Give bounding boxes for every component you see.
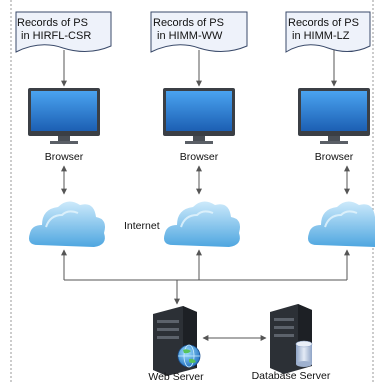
browser-label-1: Browser xyxy=(44,151,84,163)
record-1-text: Records of PS in HIRFL-CSR xyxy=(17,17,91,42)
record-2-line2: in HIMM-WW xyxy=(157,29,223,42)
browser-label-2: Browser xyxy=(179,151,219,163)
record-document-3 xyxy=(285,11,371,53)
database-server-label: Database Server xyxy=(251,370,331,382)
monitor-icon xyxy=(28,88,100,144)
web-server-label: Web Server xyxy=(148,371,204,383)
record-3-line1: Records of PS xyxy=(288,17,359,29)
monitor-icon xyxy=(298,88,370,144)
record-document-2 xyxy=(150,11,248,53)
record-3-text: Records of PS in HIMM-LZ xyxy=(288,17,359,42)
browser-label-3: Browser xyxy=(314,151,354,163)
database-server-icon xyxy=(270,304,313,374)
cloud-icon xyxy=(308,201,375,247)
record-2-text: Records of PS in HIMM-WW xyxy=(153,17,224,42)
monitor-icon xyxy=(163,88,235,144)
internet-label: Internet xyxy=(124,220,160,232)
cloud-icon xyxy=(29,201,105,247)
record-document-1 xyxy=(15,11,112,53)
web-server-icon xyxy=(153,306,201,376)
record-1-line2: in HIRFL-CSR xyxy=(21,29,92,42)
record-1-line1: Records of PS xyxy=(17,17,88,29)
cloud-icon xyxy=(164,201,240,247)
record-3-line2: in HIMM-LZ xyxy=(292,29,350,42)
record-2-line1: Records of PS xyxy=(153,17,224,29)
